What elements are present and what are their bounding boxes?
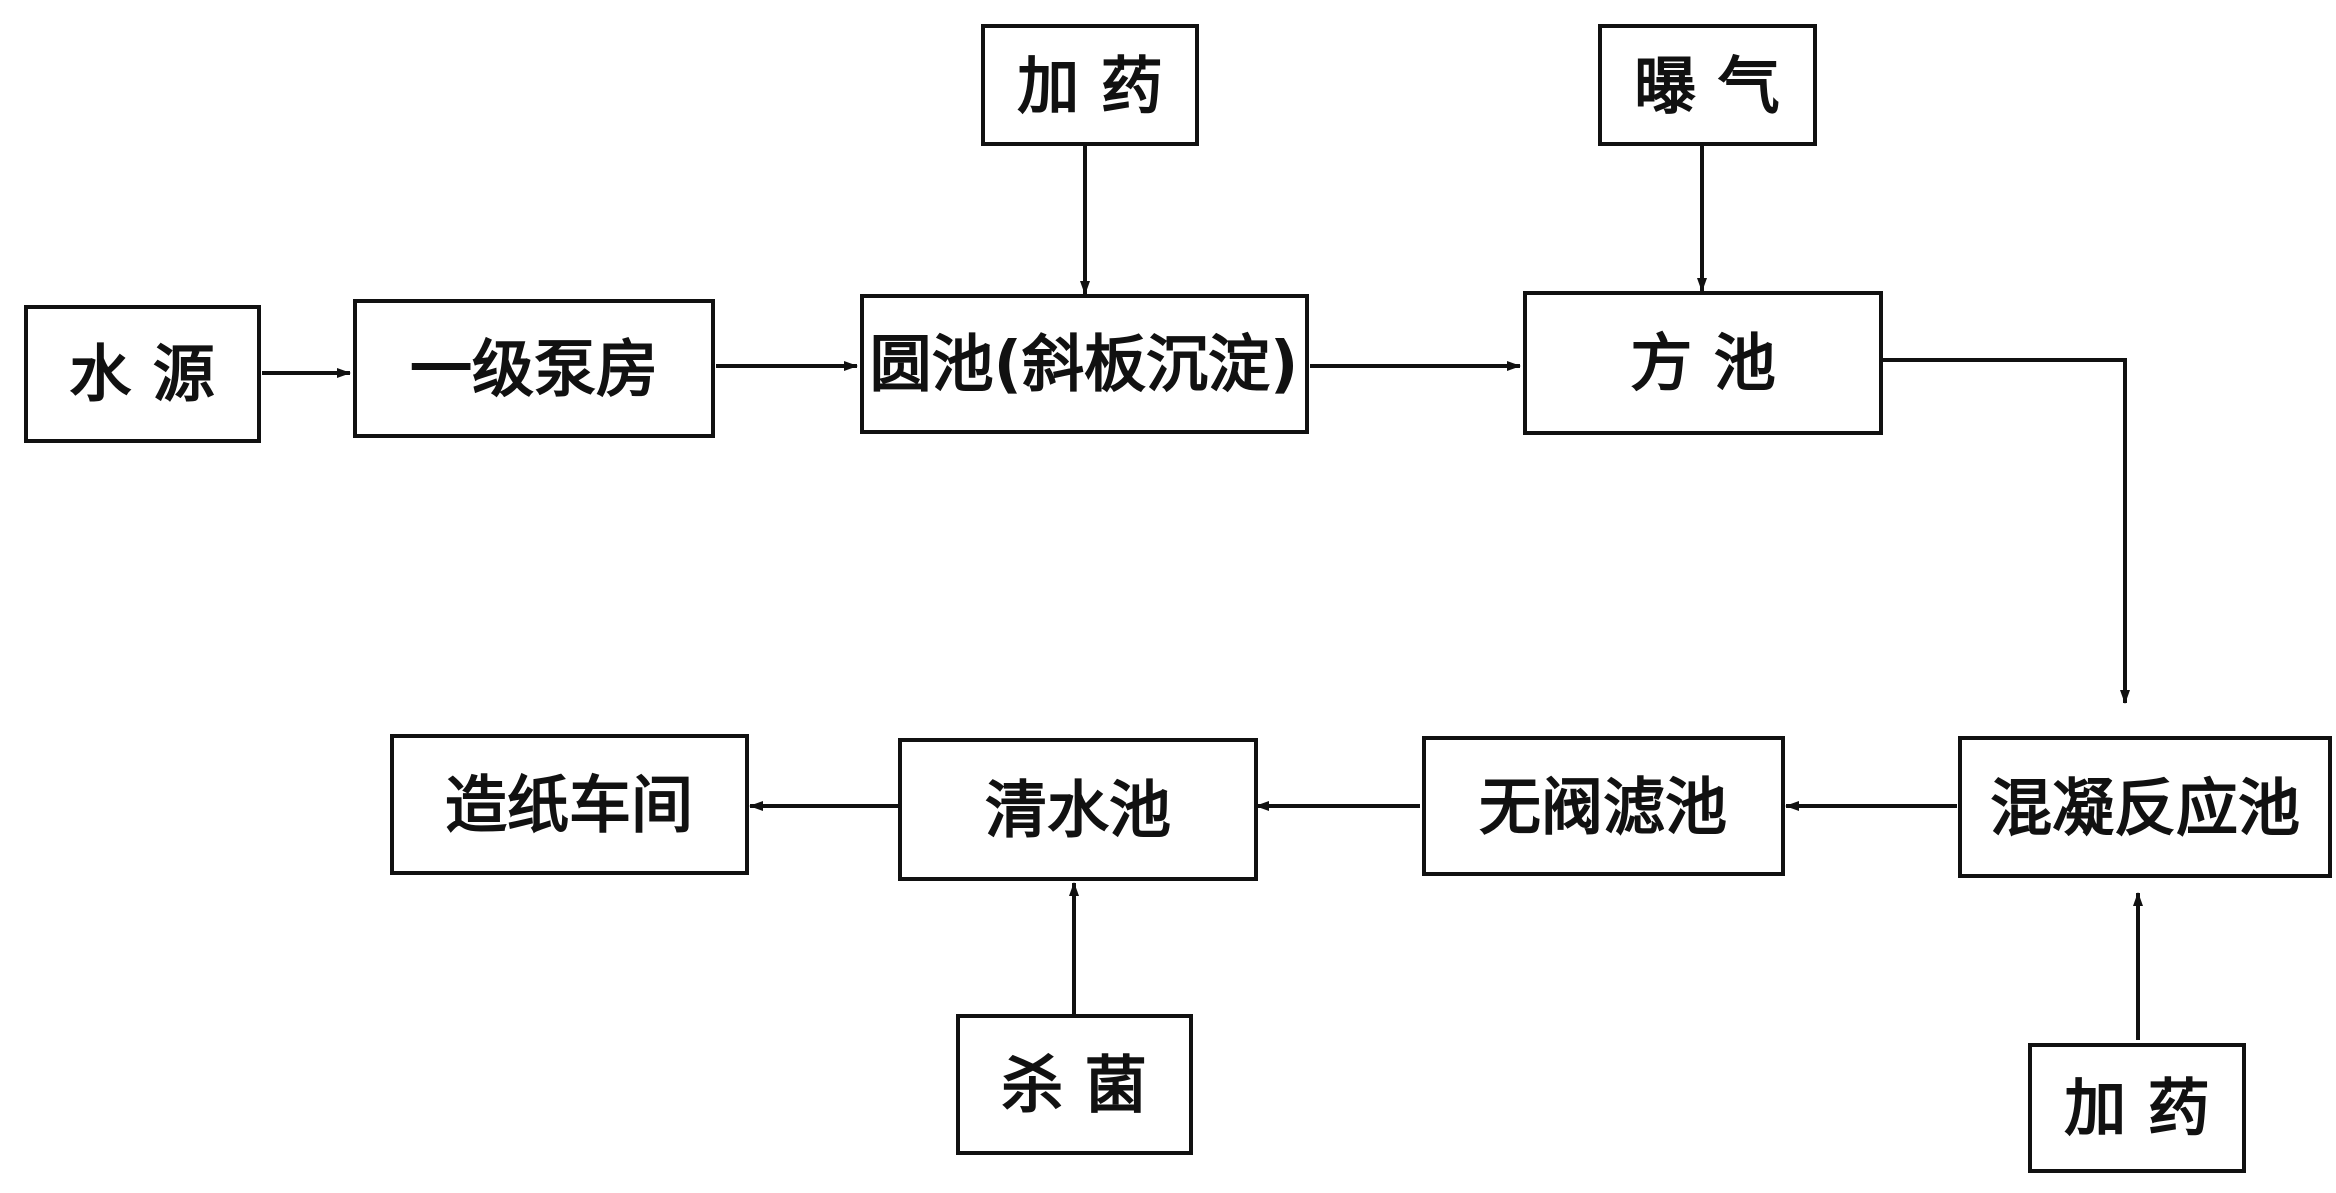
node-pump-house: 一级泵房 (353, 299, 715, 438)
node-dosing-bottom-label: 加 药 (2064, 1072, 2210, 1145)
node-dosing-bottom: 加 药 (2028, 1043, 2246, 1173)
node-water-source: 水 源 (24, 305, 261, 443)
node-aeration-label: 曝 气 (1634, 50, 1780, 123)
node-disinfection-label: 杀 菌 (1001, 1049, 1147, 1122)
node-aeration: 曝 气 (1598, 24, 1817, 146)
node-dosing-top: 加 药 (981, 24, 1199, 146)
node-valveless-filter: 无阀滤池 (1422, 736, 1785, 876)
node-disinfection: 杀 菌 (956, 1014, 1193, 1155)
node-square-pool: 方 池 (1523, 291, 1883, 435)
node-square-pool-label: 方 池 (1630, 327, 1776, 400)
node-clear-water-pool-label: 清水池 (985, 774, 1171, 847)
node-round-pool: 圆池(斜板沉淀) (860, 294, 1309, 434)
node-round-pool-label: 圆池(斜板沉淀) (870, 328, 1299, 401)
arrow-square-pool-to-coagulation-pool (1883, 358, 2130, 704)
node-water-source-label: 水 源 (69, 338, 215, 411)
node-paper-workshop-label: 造纸车间 (445, 769, 693, 842)
node-valveless-filter-label: 无阀滤池 (1479, 771, 1727, 844)
node-clear-water-pool: 清水池 (898, 738, 1258, 881)
node-pump-house-label: 一级泵房 (410, 333, 658, 406)
node-dosing-top-label: 加 药 (1017, 50, 1163, 123)
node-paper-workshop: 造纸车间 (390, 734, 749, 875)
node-coagulation-pool: 混凝反应池 (1958, 736, 2332, 878)
node-coagulation-pool-label: 混凝反应池 (1990, 772, 2300, 845)
